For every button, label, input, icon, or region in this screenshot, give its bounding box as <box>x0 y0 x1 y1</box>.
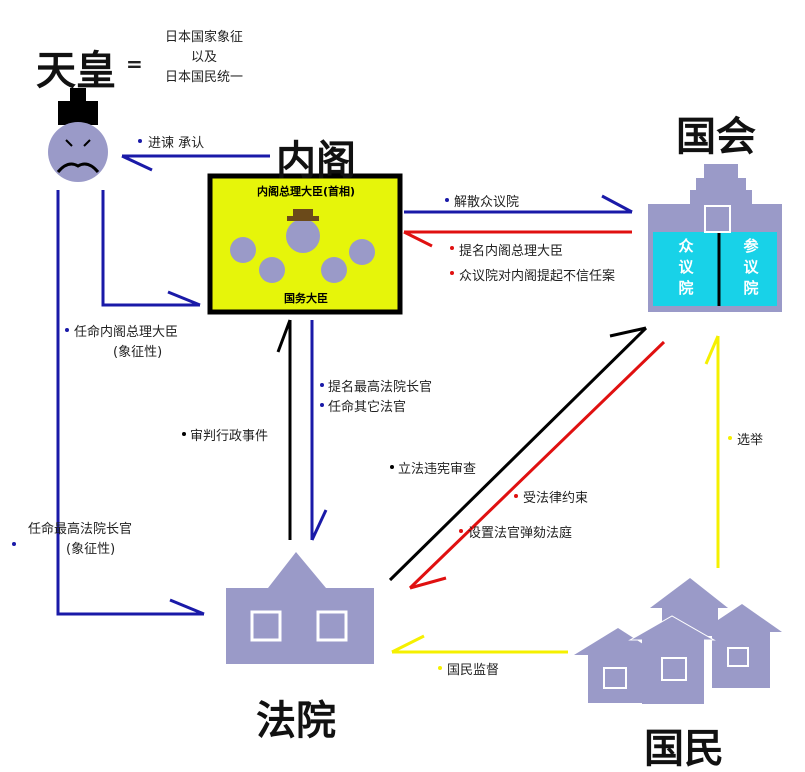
diet-building <box>648 164 782 312</box>
appoint-pm-note: (象征性) <box>113 345 163 360</box>
cabinet-label: 内阁 <box>276 138 356 184</box>
dissolve-lower-label: 解散众议院 <box>454 195 520 210</box>
appoint-pm-label: 任命内阁总理大臣 <box>74 325 179 340</box>
bound-by-law-label: 受法律约束 <box>523 491 589 506</box>
appoint-chief-justice-note: (象征性) <box>66 542 116 557</box>
public-oversight-label: 国民监督 <box>447 663 500 678</box>
people-houses <box>574 578 782 704</box>
judicial-review-label: 立法违宪审查 <box>398 462 477 477</box>
nominate-chief-justice-label: 提名最高法院长官 <box>328 380 433 395</box>
no-confidence-label: 众议院对内阁提起不信任案 <box>459 269 616 284</box>
emperor-note-line3: 日本国民统一 <box>164 70 243 85</box>
cabinet-pm-label: 内阁总理大臣(首相) <box>256 185 356 198</box>
equals-sign: = <box>126 52 143 76</box>
court-label: 法院 <box>256 698 336 744</box>
emperor-label: 天皇 <box>36 48 116 94</box>
emperor-note-line2: 以及 <box>190 50 217 65</box>
admin-litigation-label: 审判行政事件 <box>190 429 269 444</box>
cabinet-box <box>207 173 403 315</box>
people-label: 国民 <box>644 726 724 772</box>
appoint-chief-justice-label: 任命最高法院长官 <box>28 522 133 537</box>
appoint-judges-label: 任命其它法官 <box>328 400 407 415</box>
diet-label: 国会 <box>676 114 756 160</box>
court-building <box>226 552 374 664</box>
upper-house-label: 参议院 <box>743 237 759 297</box>
election-label: 选举 <box>737 433 764 448</box>
emperor-note-line1: 日本国家象征 <box>164 30 243 45</box>
nominate-pm-label: 提名内阁总理大臣 <box>459 244 564 259</box>
advise-approve-label: 进谏 承认 <box>148 136 205 151</box>
lower-house-label: 众议院 <box>678 237 694 297</box>
impeachment-court-label: 设置法官弹劾法庭 <box>468 526 573 541</box>
cabinet-ministers-label: 国务大臣 <box>284 292 328 305</box>
emperor-figure <box>48 88 108 182</box>
